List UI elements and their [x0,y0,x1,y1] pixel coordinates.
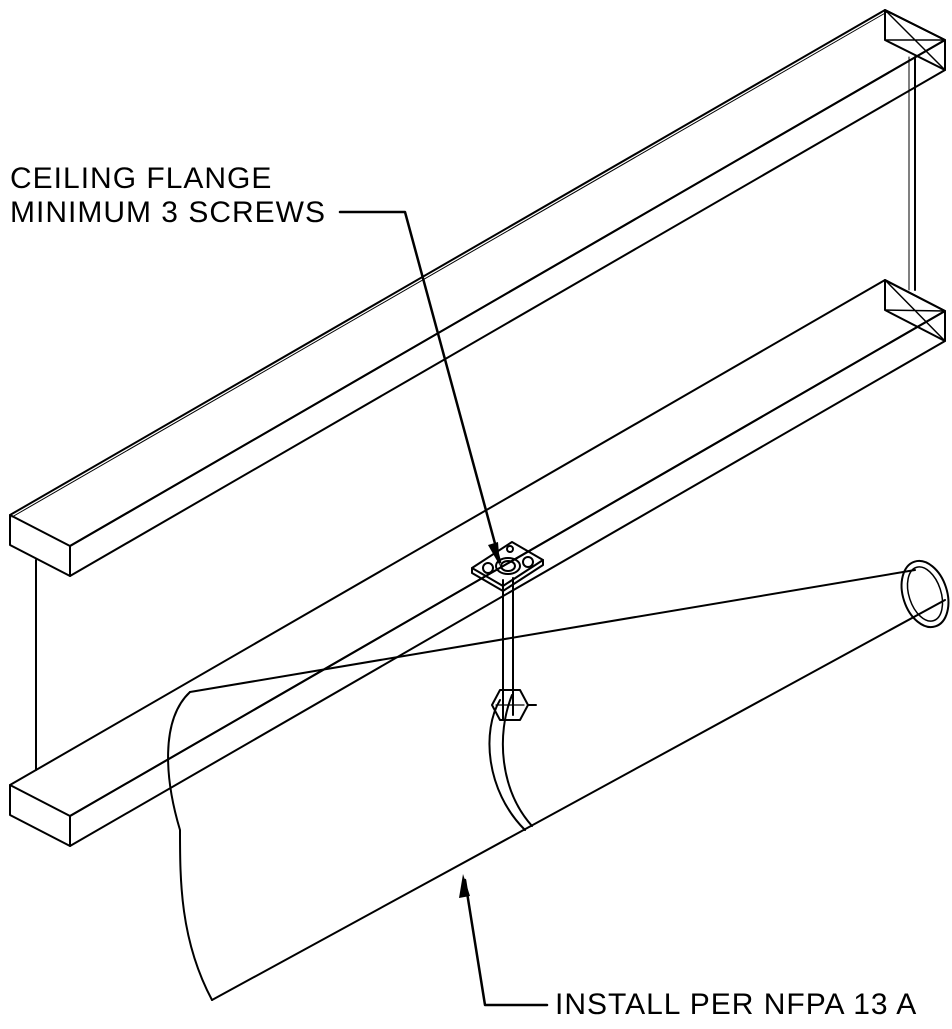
flange-screw-hole [482,562,494,574]
flange-leader [338,210,502,564]
web [35,56,916,771]
flange-callout-line-1: CEILING FLANGE [10,162,273,195]
top-flange [9,9,946,577]
pipe [167,559,950,1001]
leader-lines [338,210,549,1007]
install-leader [463,878,549,1007]
install-arrowhead [459,874,470,898]
pipe-end-open [900,559,950,629]
bottom-flange [9,279,946,847]
hanger-rod [502,577,514,721]
ring-hanger [488,689,537,831]
flange-screw-hole [506,545,514,553]
beam-section-ends [884,9,946,342]
flange-arrowhead [488,542,500,566]
install-note: INSTALL PER NFPA 13 A [555,988,918,1021]
flange-screw-hole [522,556,534,568]
i-beam [9,9,946,847]
flange-callout-line-2: MINIMUM 3 SCREWS [10,196,326,229]
leader-arrows [459,542,500,898]
